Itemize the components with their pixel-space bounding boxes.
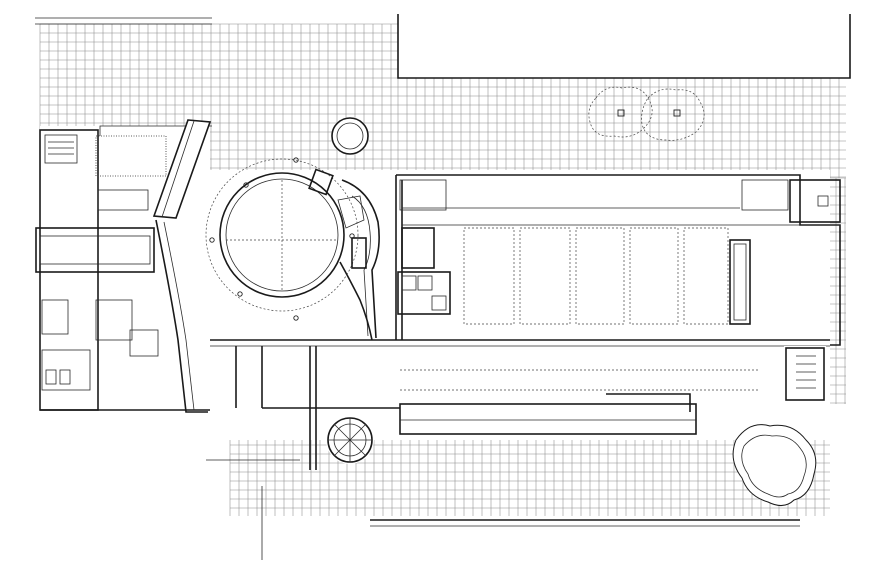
round-planter xyxy=(331,117,369,155)
main-gallery-block xyxy=(210,174,841,391)
curved-ramp xyxy=(337,179,380,341)
entrance-canopy xyxy=(152,119,212,413)
stair-icon xyxy=(399,179,447,211)
paving-grid-north-west xyxy=(39,23,398,180)
stair-icon xyxy=(44,134,78,164)
building-footprint xyxy=(40,126,830,440)
south-promenade xyxy=(235,346,700,470)
paving-grid-north-east xyxy=(397,77,846,178)
stair-icon xyxy=(326,416,374,464)
site-boundary xyxy=(206,459,800,560)
west-wing xyxy=(35,125,212,411)
column-icon xyxy=(209,157,355,321)
north-boundary xyxy=(35,14,851,79)
elevator-icon xyxy=(784,346,826,402)
garden-bed xyxy=(732,424,817,506)
tree-icon xyxy=(588,86,705,141)
circular-auditorium xyxy=(205,157,359,321)
